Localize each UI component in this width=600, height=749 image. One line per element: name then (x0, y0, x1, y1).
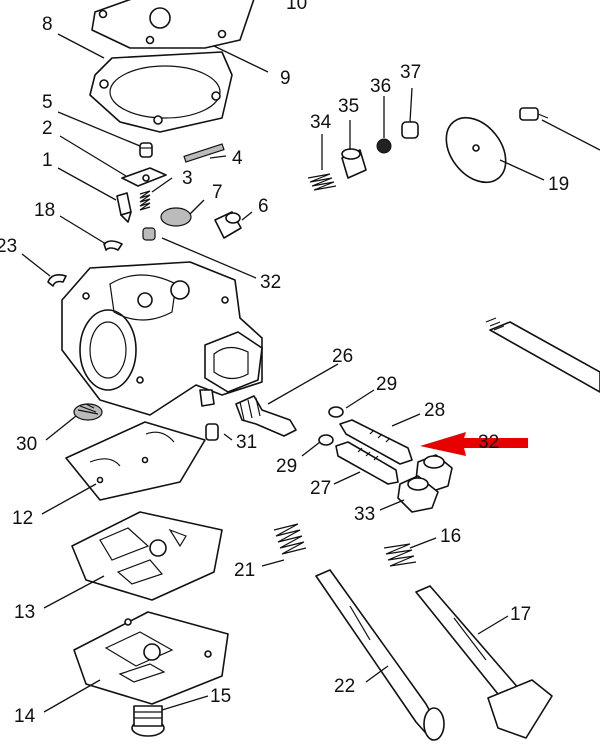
callout-32-body: 32 (260, 272, 281, 293)
part-21-spring (273, 523, 307, 555)
callout-28: 28 (424, 400, 445, 421)
callout-36: 36 (370, 76, 391, 97)
callout-29-upper: 29 (376, 374, 397, 395)
part-29-o-ring-lower (318, 434, 334, 446)
callout-33: 33 (354, 504, 375, 525)
part-34-spring (307, 173, 337, 191)
part-6-cup (214, 211, 242, 239)
part-27-low-speed-screw (335, 441, 399, 485)
part-19-cover-plate (445, 116, 507, 184)
callout-30: 30 (16, 434, 37, 455)
callout-18: 18 (34, 200, 55, 221)
callout-26: 26 (332, 346, 353, 367)
callout-32-limiter: 32 (478, 432, 499, 453)
callout-numbers: 10 8 9 5 2 4 1 3 7 6 18 23 32 34 35 36 3… (0, 0, 569, 727)
part-31-pin (205, 423, 219, 441)
part-28-high-speed-screw (339, 419, 413, 465)
part-15-screw (131, 705, 165, 737)
throttle-shaft-right (485, 317, 600, 393)
callout-23: 23 (0, 236, 17, 257)
part-36-ball (376, 138, 392, 154)
part-1-inlet-needle (116, 192, 132, 223)
part-2-metering-lever (121, 167, 167, 187)
callout-5: 5 (42, 92, 53, 113)
part-17-choke-shaft (415, 585, 553, 739)
callout-31: 31 (236, 432, 257, 453)
callout-1: 1 (42, 150, 53, 171)
callout-15: 15 (210, 686, 231, 707)
callout-9: 9 (280, 68, 291, 89)
part-13-pump-diaphragm (71, 511, 223, 601)
callout-7: 7 (212, 182, 223, 203)
part-30-fuel-screen (73, 403, 103, 421)
part-37-cap (401, 121, 419, 139)
callout-2: 2 (42, 118, 53, 139)
callout-17: 17 (510, 604, 531, 625)
part-4-pin (183, 143, 225, 163)
part-33-limiter-cap (397, 475, 439, 513)
callout-6: 6 (258, 196, 269, 217)
callout-35: 35 (338, 96, 359, 117)
callout-13: 13 (14, 602, 35, 623)
callout-8: 8 (42, 14, 53, 35)
leader-lines (21, 33, 600, 713)
part-22-throttle-shaft (315, 569, 445, 741)
part-16-spring (383, 543, 417, 567)
callout-14: 14 (14, 706, 36, 727)
part-26-adjusting-screw (235, 395, 297, 437)
callout-10: 10 (286, 0, 307, 14)
part-14-pump-cover (73, 611, 229, 705)
callout-22: 22 (334, 676, 355, 697)
callout-3: 3 (182, 168, 193, 189)
callout-27: 27 (310, 478, 331, 499)
part-18-clip (103, 240, 123, 251)
part-5-screw (139, 142, 153, 158)
callout-37: 37 (400, 62, 421, 83)
callout-29-lower: 29 (276, 456, 297, 477)
part-23-clip (47, 274, 67, 287)
part-7-plug (160, 207, 192, 227)
highlight-arrow (420, 432, 528, 456)
part-3-spring (139, 190, 151, 211)
callout-19: 19 (548, 174, 569, 195)
callout-16: 16 (440, 526, 461, 547)
callout-12: 12 (12, 508, 33, 529)
screw-upper-right (519, 107, 549, 121)
part-10-diaphragm-cover (91, 0, 255, 49)
carburetor-body (61, 261, 263, 416)
callout-34: 34 (310, 112, 332, 133)
callout-21: 21 (234, 560, 255, 581)
part-35-sleeve (341, 148, 367, 179)
part-12-gasket (65, 421, 206, 501)
part-9-gasket (89, 51, 233, 133)
part-29-o-ring-upper (328, 406, 344, 418)
part-32-small-screen (142, 227, 156, 241)
callout-4: 4 (232, 148, 243, 169)
